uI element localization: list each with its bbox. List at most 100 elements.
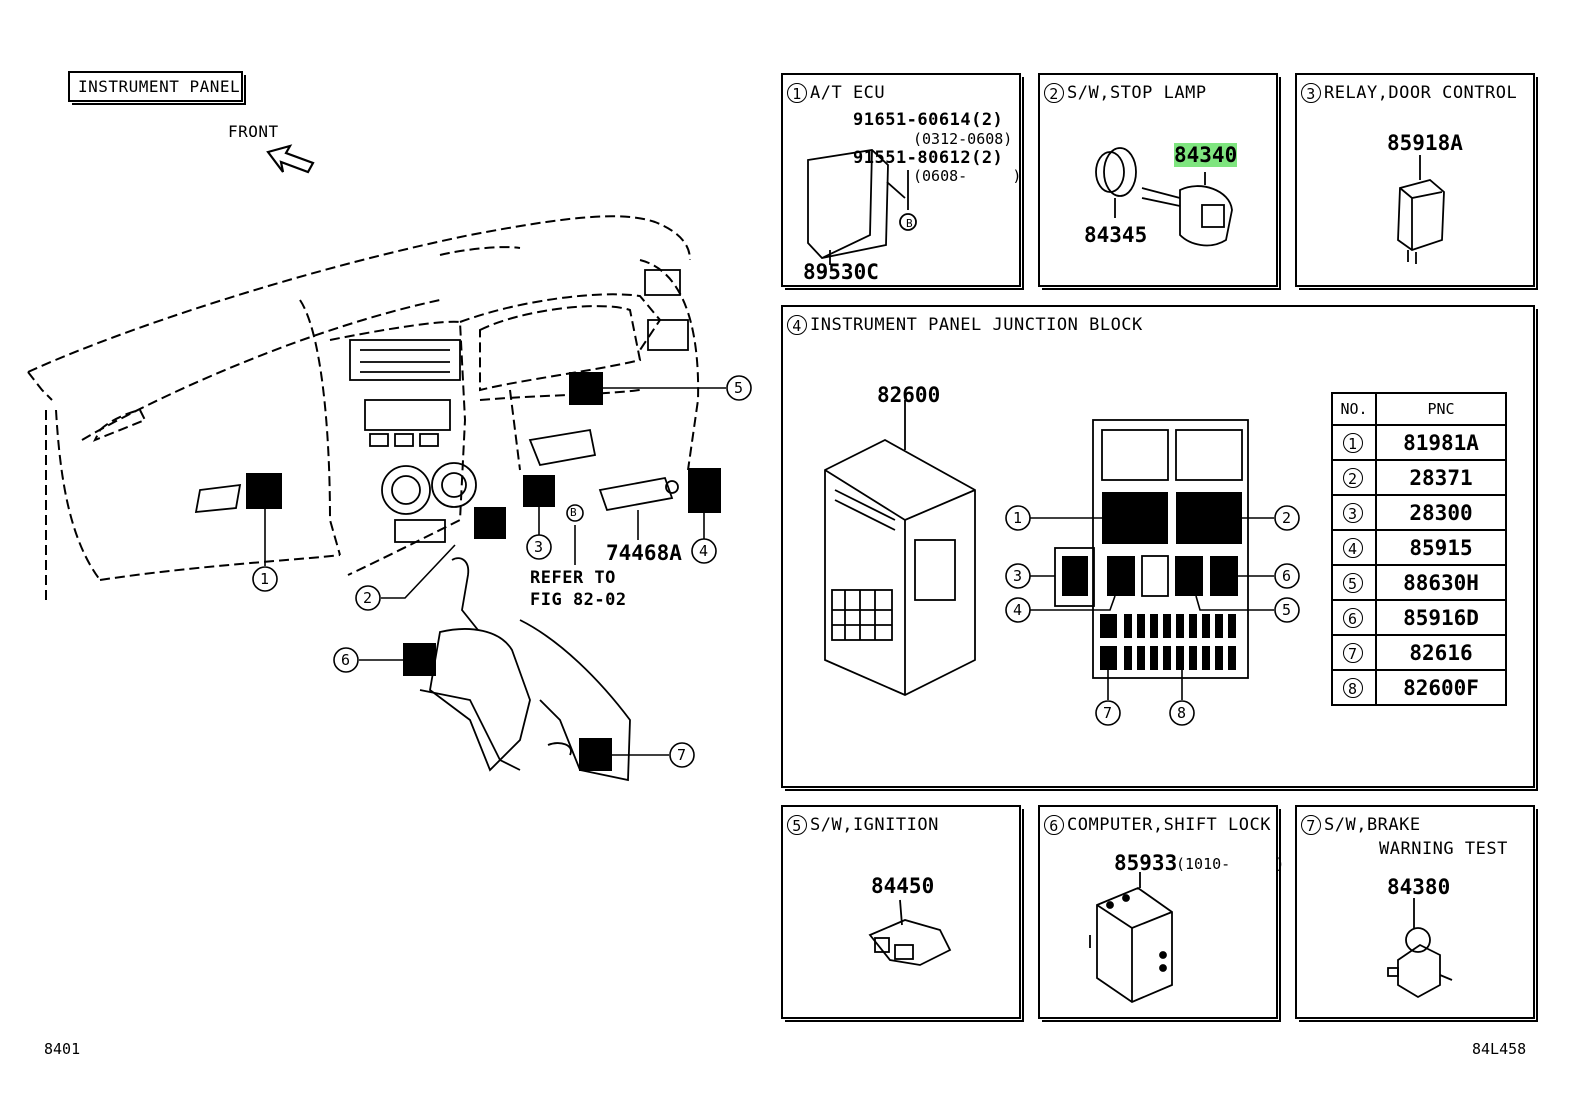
table-row: 6 85916D — [1331, 599, 1507, 636]
bolt-1-range: (0312-0608) — [913, 130, 1013, 148]
jb-callout-7: 7 — [1103, 704, 1113, 722]
leader-lines — [264, 387, 726, 756]
row-no: 7 — [1342, 642, 1363, 663]
overview-callout-2: 2 — [363, 589, 373, 607]
small-fuse — [1176, 646, 1184, 670]
bolt-2-range: (0608- ) — [913, 167, 1022, 185]
panel-stop-lamp-num: 2 — [1044, 83, 1064, 103]
junction-layout — [1054, 419, 1249, 679]
bracket-74468a — [598, 476, 679, 512]
footer-left-code: 8401 — [44, 1040, 81, 1058]
jb-callout-4: 4 — [1013, 601, 1023, 619]
shifter-console — [419, 557, 631, 782]
panel-at-ecu-title-text: A/T ECU — [810, 83, 886, 103]
junction-block-iso — [824, 400, 976, 696]
small-fuse — [1189, 646, 1197, 670]
jb-callout-2: 2 — [1282, 509, 1292, 527]
junction-leaders — [1030, 517, 1274, 700]
overview-callout-3: 3 — [534, 538, 544, 556]
jb-callout-8: 8 — [1177, 704, 1187, 722]
table-row: 7 82616 — [1331, 634, 1507, 671]
row-no: 4 — [1342, 537, 1363, 558]
row-pnc: 82616 — [1375, 634, 1507, 671]
table-row: 3 28300 — [1331, 494, 1507, 531]
overview-callout-4: 4 — [699, 542, 709, 560]
table-row: 1 81981A — [1331, 424, 1507, 461]
junction-small-fuses — [1124, 614, 1236, 670]
row-pnc: 81981A — [1375, 424, 1507, 461]
dashboard-detail — [194, 269, 689, 543]
shift-lock-range: (1010- ) — [1176, 855, 1285, 873]
row-no: 8 — [1342, 677, 1363, 698]
bolt-1: 91651-60614(2) — [853, 110, 1004, 130]
junction-callout-circles — [1005, 505, 1300, 726]
panel-at-ecu-num: 1 — [787, 83, 807, 103]
at-ecu-marker-b: B — [906, 217, 913, 230]
front-arrow-icon — [266, 144, 315, 174]
stop-lamp-drawing — [1095, 147, 1233, 247]
row-no: 6 — [1342, 607, 1363, 628]
panel-shift-lock-title-text: COMPUTER,SHIFT LOCK — [1067, 815, 1271, 835]
overview-callout-1: 1 — [260, 570, 270, 588]
jb-callout-1: 1 — [1013, 509, 1023, 527]
small-fuse — [1163, 646, 1171, 670]
small-fuse — [1202, 614, 1210, 638]
jb-callout-5: 5 — [1282, 601, 1292, 619]
pnc-col-no: NO. — [1331, 392, 1377, 426]
panel-junction-title-text: INSTRUMENT PANEL JUNCTION BLOCK — [810, 315, 1143, 335]
overview-callout-7: 7 — [677, 746, 687, 764]
part-84340: 84340 — [1174, 143, 1238, 167]
row-pnc: 85916D — [1375, 599, 1507, 636]
part-89530c: 89530C — [803, 260, 879, 284]
panel-brake-test-title2: WARNING TEST — [1379, 839, 1508, 859]
at-ecu-drawing — [807, 149, 917, 265]
page-title: INSTRUMENT PANEL — [78, 77, 241, 96]
panel-stop-lamp-title-text: S/W,STOP LAMP — [1067, 83, 1207, 103]
relay-drawing — [1397, 155, 1445, 264]
dashboard-outline — [27, 215, 700, 600]
small-fuse — [1176, 614, 1184, 638]
footer-right-code: 84L458 — [1472, 1040, 1527, 1058]
small-fuse — [1150, 646, 1158, 670]
row-pnc: 28371 — [1375, 459, 1507, 496]
part-74468a: 74468A — [606, 541, 682, 565]
small-fuse — [1124, 646, 1132, 670]
small-fuse — [1215, 646, 1223, 670]
part-84380: 84380 — [1387, 875, 1451, 899]
refer-to-line2: FIG 82-02 — [530, 590, 627, 610]
row-pnc: 85915 — [1375, 529, 1507, 566]
row-no: 3 — [1342, 502, 1363, 523]
brake-switch-drawing — [1387, 898, 1453, 999]
row-pnc: 82600F — [1375, 669, 1507, 706]
small-fuse — [1137, 614, 1145, 638]
row-pnc: 28300 — [1375, 494, 1507, 531]
bolt-2: 91551-80612(2) — [853, 148, 1004, 168]
part-85933: 85933 — [1114, 851, 1178, 875]
row-no: 1 — [1342, 432, 1363, 453]
refer-to-line1: REFER TO — [530, 568, 616, 588]
ignition-drawing — [868, 899, 952, 966]
location-markers — [246, 372, 721, 771]
panel-brake-test-title-text: S/W,BRAKE — [1324, 815, 1421, 835]
panel-relay-door-num: 3 — [1301, 83, 1321, 103]
small-fuse — [1228, 646, 1236, 670]
table-row: 8 82600F — [1331, 669, 1507, 706]
small-fuse — [1202, 646, 1210, 670]
row-no: 5 — [1342, 572, 1363, 593]
panel-brake-test-num: 7 — [1301, 815, 1321, 835]
page-title-box: INSTRUMENT PANEL — [68, 71, 246, 105]
